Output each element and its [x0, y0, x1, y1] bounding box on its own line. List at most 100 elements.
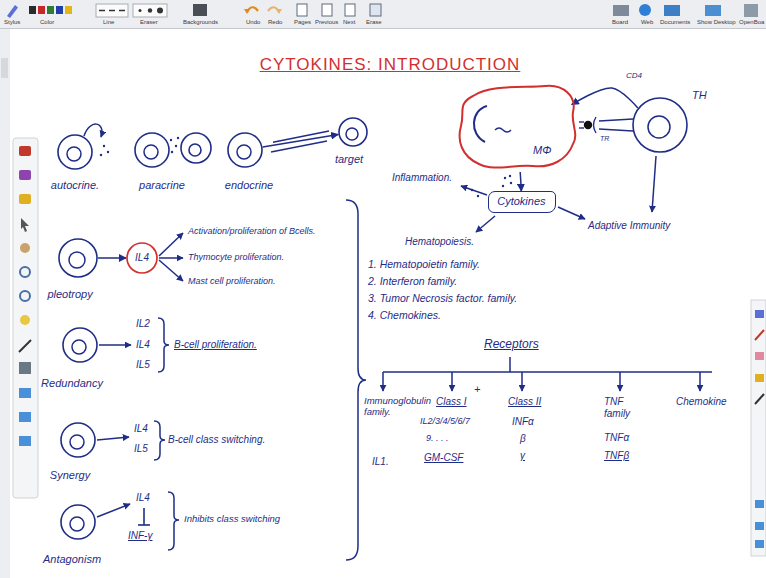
tool-sidebar	[19, 362, 31, 374]
toolbar-icon	[47, 6, 54, 14]
toolbar-label: Next	[343, 19, 355, 26]
signal-arrow	[159, 257, 183, 259]
cell-drawing	[181, 133, 211, 163]
cell-membrane	[339, 118, 367, 146]
receptor-symbol	[594, 117, 597, 133]
cytokine-dots	[504, 177, 506, 179]
toolbar-icon	[193, 4, 207, 16]
toolbar-icon	[119, 10, 125, 12]
toolbar-label: Board	[612, 19, 628, 26]
secreting-cell: endocrine	[227, 132, 263, 168]
node-label: pleotropy	[47, 288, 92, 301]
cell-outline	[58, 238, 98, 278]
cytokine-dots	[103, 145, 105, 147]
toolbar-icon	[157, 8, 163, 14]
effect-label: Inhibits class switching	[184, 514, 280, 525]
cell-outline	[227, 132, 263, 168]
signal-arrow	[652, 156, 656, 212]
target-cell: target	[338, 117, 368, 147]
effect-label: Thymocyte proliferation.	[188, 252, 284, 262]
inhibition-symbol	[143, 508, 145, 525]
cell-nucleus	[70, 435, 84, 449]
macrophage-membrane	[460, 86, 576, 168]
toolbar-label: Line	[103, 19, 114, 26]
receptor-example: β	[520, 433, 526, 445]
highlight-ring	[127, 243, 157, 273]
toolbar-icon	[56, 6, 63, 14]
toolbar-icon	[29, 6, 36, 14]
cytokine-name: IL4	[136, 492, 150, 504]
toolbar-icon	[38, 6, 45, 14]
cell-outline	[57, 134, 93, 170]
cell-outline	[632, 97, 688, 153]
toolbar-label: Stylus	[4, 19, 20, 26]
cytokine-name: IL4	[134, 423, 148, 435]
node-label: endocrine	[225, 179, 273, 192]
cell-drawing	[181, 133, 211, 163]
receptor-symbol	[585, 122, 592, 129]
cytokine-dots	[175, 145, 177, 147]
plus-sign: +	[474, 383, 480, 396]
receptor-example: TNFα	[604, 432, 629, 444]
cell-nucleus	[648, 116, 670, 138]
receptor-family: Immunoglobulin family.	[364, 396, 436, 418]
toolbar-icon	[322, 4, 332, 16]
signal-arrow	[476, 216, 495, 232]
tool-sidebar	[21, 218, 29, 232]
cell-membrane	[61, 505, 95, 539]
receptor-symbol	[579, 117, 633, 133]
cytokine-name: INF-γ	[128, 530, 152, 542]
cytokine-dots	[177, 137, 179, 139]
receptor-symbol	[599, 119, 633, 121]
connector-arrow	[263, 134, 338, 147]
receptor-example: γ	[520, 450, 525, 462]
signal-arrow	[159, 233, 183, 256]
cytokine-dots	[510, 182, 512, 184]
tool-sidebar	[19, 340, 31, 352]
family-list-item: 4. Chemokines.	[368, 309, 441, 321]
cytokine-box: Cytokines	[488, 191, 555, 213]
toolbar-label: Pages	[294, 19, 311, 26]
tool-sidebar	[0, 29, 766, 578]
node-label: autocrine.	[51, 179, 99, 192]
receptor-tree	[619, 372, 621, 391]
cell-nucleus	[72, 340, 86, 354]
tool-sidebar	[755, 500, 764, 508]
toolbar-icon	[370, 4, 381, 16]
toolbar-label: Backgrounds	[183, 19, 218, 26]
node-label: Redundancy	[41, 377, 103, 390]
cell-nucleus	[69, 252, 85, 268]
node-label: Cytokines	[497, 195, 545, 208]
node-label: paracrine	[139, 179, 185, 192]
tool-sidebar	[20, 291, 30, 301]
toolbar-icon	[297, 4, 307, 16]
macrophage-outline: MΦ	[455, 82, 580, 172]
curly-brace	[168, 492, 179, 550]
tool-sidebar	[20, 243, 30, 253]
receptor-label: CD4	[626, 71, 642, 80]
tool-sidebar	[19, 194, 31, 204]
cell-membrane	[228, 133, 262, 167]
toolbar-icon	[345, 4, 355, 16]
toolbar-label: Redo	[268, 19, 282, 26]
effect-label: B-cell proliferation.	[174, 339, 257, 351]
toolbar	[0, 0, 766, 28]
signal-arrow	[461, 186, 487, 195]
receptor-example: TNFβ	[604, 450, 629, 462]
toolbar-label: Documents	[660, 19, 690, 26]
cell-nucleus	[67, 147, 81, 161]
receptor-example: 9. . . .	[426, 433, 449, 443]
tool-sidebar	[1, 58, 8, 78]
toolbar-icon	[139, 9, 142, 12]
family-list-item: 1. Hematopoietin family.	[368, 258, 480, 270]
toolbar-icon	[705, 5, 721, 16]
cytokine-dots	[509, 175, 511, 177]
curly-brace	[346, 200, 366, 560]
cell-membrane	[63, 328, 97, 362]
connector-arrow	[520, 172, 521, 191]
cell-outline	[62, 327, 98, 363]
toolbar-icon	[133, 4, 167, 17]
connector-arrow	[572, 88, 638, 108]
